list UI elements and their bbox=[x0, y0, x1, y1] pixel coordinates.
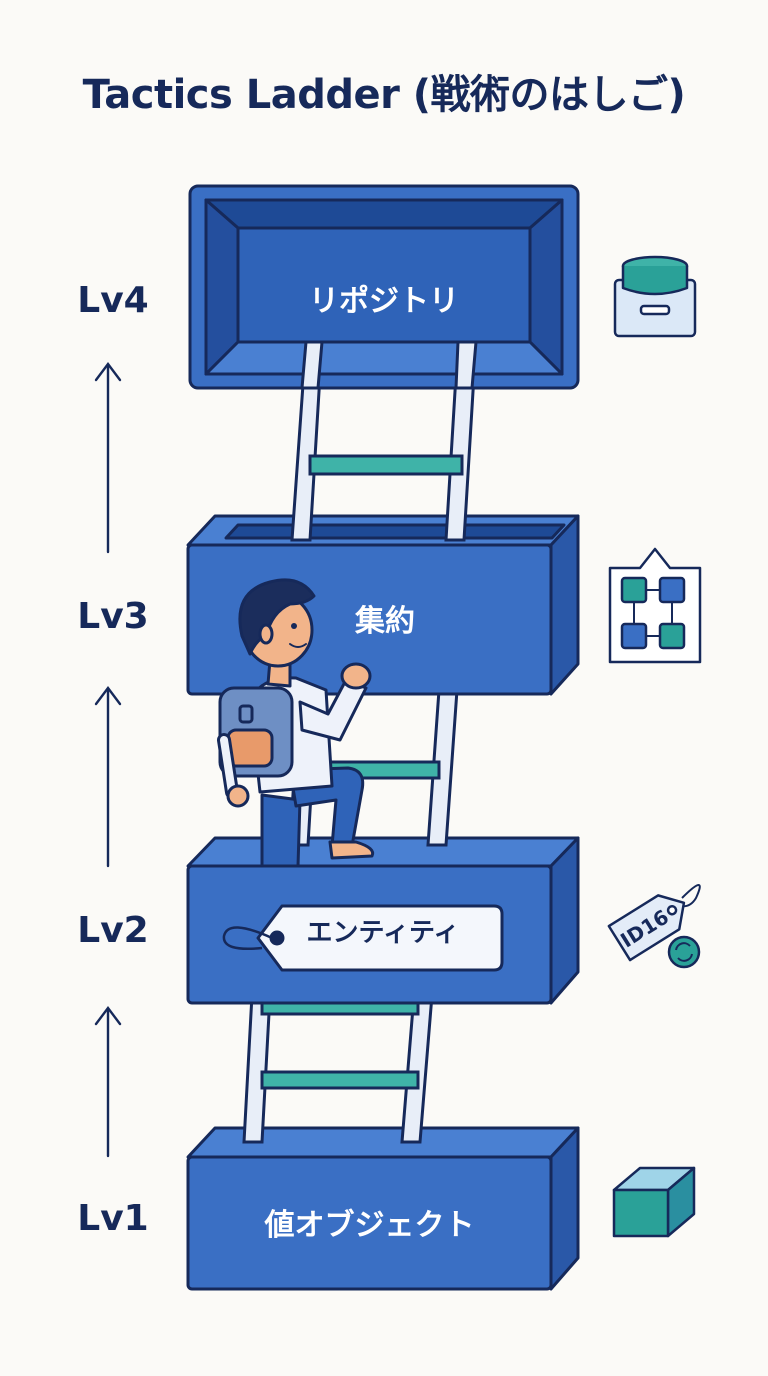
climber-hand-icon bbox=[340, 662, 372, 690]
block-lv1 bbox=[186, 1126, 580, 1291]
ladder-lv1-lv2 bbox=[242, 993, 434, 1144]
block-label-lv2: エンティティ bbox=[306, 918, 460, 948]
block-label-lv4: リポジトリ bbox=[309, 284, 459, 319]
climber-figure bbox=[217, 578, 375, 868]
tag-string-icon bbox=[222, 926, 273, 950]
progress-arrows bbox=[94, 362, 122, 1158]
level-label-lv1: Lv1 bbox=[77, 1198, 149, 1239]
arrow-head-lv3 bbox=[94, 686, 122, 706]
cluster-nodes-icon bbox=[608, 547, 702, 664]
refresh-icon bbox=[667, 935, 701, 969]
id-tag-icon: ID16 bbox=[607, 884, 701, 969]
block-label-lv1: 値オブジェクト bbox=[264, 1208, 475, 1243]
ladder-lv3-lv4 bbox=[290, 340, 478, 542]
arrow-head-lv4 bbox=[94, 362, 122, 382]
cube-icon bbox=[612, 1166, 696, 1238]
storage-box-icon bbox=[613, 255, 697, 338]
page-title: Tactics Ladder (戦術のはしご) bbox=[82, 72, 686, 118]
arrow-head-lv2 bbox=[94, 1006, 122, 1026]
level-label-lv4: Lv4 bbox=[77, 280, 149, 321]
level-label-lv2: Lv2 bbox=[77, 910, 149, 951]
block-label-lv3: 集約 bbox=[355, 604, 415, 639]
level-label-lv3: Lv3 bbox=[77, 596, 149, 637]
entity-tag bbox=[222, 904, 504, 972]
